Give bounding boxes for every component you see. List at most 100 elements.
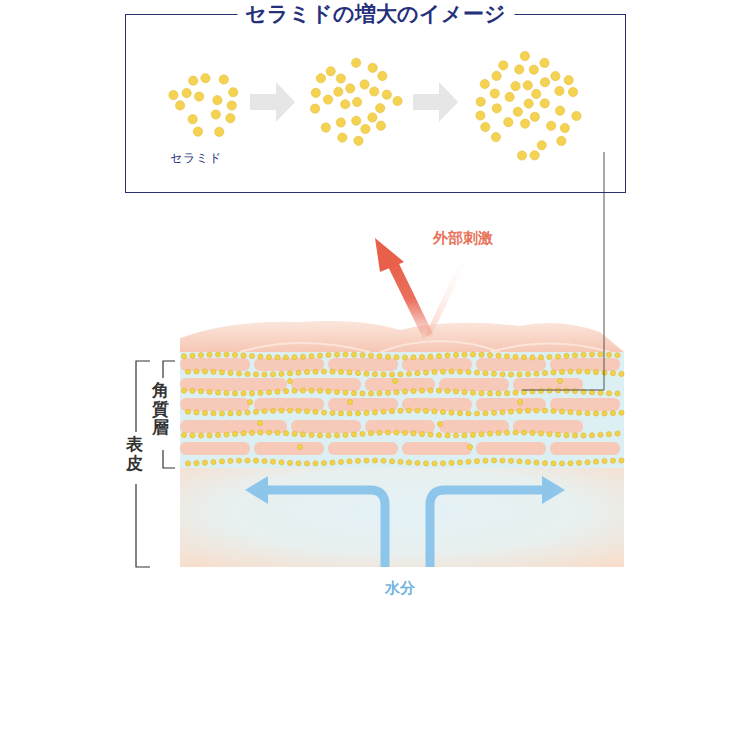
ceramide-dot — [428, 388, 433, 393]
ceramide-dot — [360, 391, 365, 396]
ceramide-dot — [457, 460, 462, 465]
ceramide-dot — [445, 388, 450, 393]
stimulus-arrow — [392, 262, 428, 336]
ceramide-dot — [529, 65, 538, 74]
ceramide-dot — [224, 432, 229, 437]
ceramide-dot — [389, 459, 394, 464]
ceramide-dot — [572, 433, 577, 438]
ceramide-dot — [336, 118, 345, 127]
ceramide-dot — [368, 431, 373, 436]
ceramide-dot — [270, 459, 275, 464]
ceramide-dot — [491, 458, 496, 463]
corneum-cell — [476, 442, 546, 455]
ceramide-dot — [598, 352, 603, 357]
ceramide-dot — [415, 460, 420, 465]
ceramide-dot — [354, 136, 363, 145]
corneum-cell — [180, 442, 250, 455]
ceramide-dot — [360, 431, 365, 436]
ceramide-dot — [190, 433, 195, 438]
ceramide-dot — [504, 391, 509, 396]
ceramide-dot — [540, 58, 549, 67]
ceramide-dot — [198, 433, 203, 438]
ceramide-dot — [513, 107, 522, 116]
ceramide-dot — [393, 96, 402, 105]
ceramide-dot — [585, 460, 590, 465]
ceramide-dot — [226, 114, 235, 123]
ceramide-dot — [480, 79, 489, 88]
ceramide-dot — [381, 409, 386, 414]
ceramide-dot — [236, 458, 241, 463]
ceramide-dot — [275, 389, 280, 394]
ceramide-dot — [398, 408, 403, 413]
ceramide-dot — [292, 388, 297, 393]
ceramide-dot — [382, 90, 391, 99]
ceramide-dot — [207, 352, 212, 357]
ceramide-dot — [377, 430, 382, 435]
leader-line — [522, 152, 604, 390]
ceramide-dot — [347, 459, 352, 464]
ceramide-dot — [436, 353, 441, 358]
ceramide-dot — [589, 352, 594, 357]
ceramide-dot — [311, 88, 320, 97]
ceramide-dot — [296, 370, 301, 375]
ceramide-dot — [193, 127, 202, 136]
ceramide-dot — [532, 89, 541, 98]
ceramide-dot — [228, 370, 233, 375]
ceramide-dot — [411, 388, 416, 393]
ceramide-dot — [313, 369, 318, 374]
ceramide-dot — [538, 431, 543, 436]
ceramide-dot — [547, 431, 552, 436]
ceramide-dot — [525, 408, 530, 413]
corneum-cell — [328, 442, 398, 455]
corneum-cell — [328, 398, 398, 411]
ceramide-dot — [219, 75, 228, 84]
corneum-cell — [180, 398, 250, 411]
ceramide-dot — [330, 460, 335, 465]
ceramide-dot — [449, 410, 454, 415]
ceramide-dot — [215, 432, 220, 437]
ceramide-dot — [572, 353, 577, 358]
ceramide-dot — [372, 458, 377, 463]
ceramide-dot — [228, 411, 233, 416]
corneum-cell — [402, 442, 472, 455]
ceramide-dot — [351, 391, 356, 396]
corneum-cell — [550, 398, 620, 411]
ceramide-dot — [326, 433, 331, 438]
ceramide-dot — [198, 389, 203, 394]
ceramide-dot — [258, 390, 263, 395]
ceramide-dot — [232, 391, 237, 396]
ceramide-dot — [283, 431, 288, 436]
ceramide-dot — [262, 372, 267, 377]
ceramide-dot — [330, 369, 335, 374]
ceramide-dot — [287, 378, 292, 383]
ceramide-dot — [491, 371, 496, 376]
ceramide-dot — [279, 460, 284, 465]
ceramide-dot — [343, 432, 348, 437]
ceramide-dot — [547, 354, 552, 359]
ceramide-dot — [245, 458, 250, 463]
ceramide-dot — [615, 353, 620, 358]
ceramide-dot — [598, 432, 603, 437]
ceramide-dot — [346, 84, 355, 93]
ceramide-dot — [572, 111, 581, 120]
ceramide-dot — [377, 354, 382, 359]
ceramide-dot — [423, 408, 428, 413]
ceramide-dot — [515, 65, 524, 74]
ceramide-dot — [436, 432, 441, 437]
ceramide-dot — [432, 369, 437, 374]
corneum-cells — [180, 358, 620, 455]
ceramide-dot — [316, 74, 325, 83]
diagram-title: セラミドの増大のイメージ — [237, 0, 514, 28]
ceramide-dot — [202, 369, 207, 374]
ceramide-dot — [576, 460, 581, 465]
water-arrow — [265, 490, 385, 567]
ceramide-dot — [215, 127, 224, 136]
corneum — [180, 352, 624, 468]
ceramide-dot — [517, 399, 522, 404]
ceramide-dot — [326, 67, 335, 76]
ceramide-dot — [300, 432, 305, 437]
ceramide-dot — [297, 444, 302, 449]
ceramide-dot — [520, 51, 529, 60]
ceramide-dot — [619, 458, 624, 463]
ceramide-dot — [292, 431, 297, 436]
